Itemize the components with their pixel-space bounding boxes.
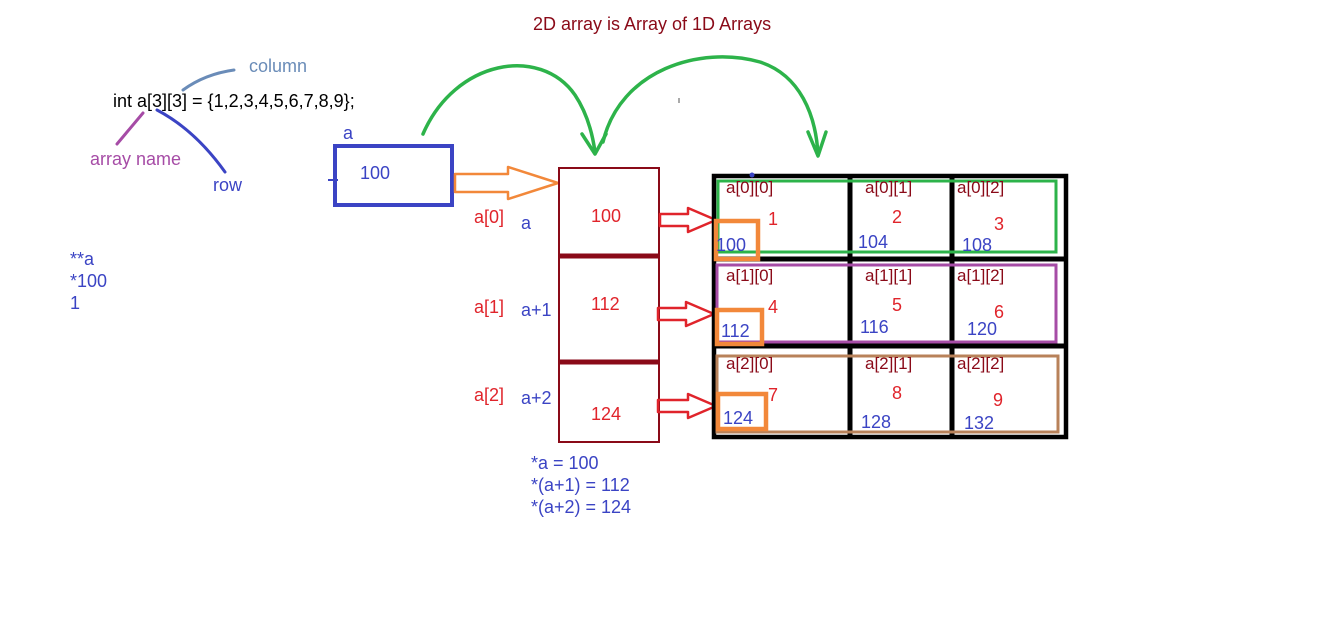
row-pointer-array bbox=[558, 167, 660, 443]
cell-name: a[1][0] bbox=[726, 266, 774, 285]
cell-value: 7 bbox=[768, 385, 779, 405]
cell-name: a[0][0] bbox=[726, 178, 774, 197]
diagram-title: 2D array is Array of 1D Arrays bbox=[533, 14, 772, 34]
deref-note-2: *100 bbox=[70, 271, 108, 291]
cell-name: a[0][1] bbox=[865, 178, 913, 197]
row-0-start-highlight bbox=[713, 218, 761, 262]
cell-value: 3 bbox=[994, 214, 1005, 234]
equation: *a = 100 bbox=[531, 453, 599, 473]
row-pointer-value: 100 bbox=[591, 206, 622, 226]
row-annotation: row bbox=[213, 175, 243, 195]
cell-address: 112 bbox=[721, 321, 750, 341]
array-name-pointer-stroke bbox=[115, 111, 145, 146]
cell-value: 8 bbox=[892, 383, 903, 403]
row-pointer-stroke bbox=[155, 108, 227, 174]
cell-value: 6 bbox=[994, 302, 1005, 322]
cell-address: 108 bbox=[962, 235, 993, 255]
cell-name: a[1][2] bbox=[957, 266, 1005, 285]
cell-value: 4 bbox=[768, 297, 779, 317]
cell-name: a[2][0] bbox=[726, 354, 774, 373]
row-pointer-index-label: a[1] bbox=[474, 297, 505, 317]
pointer-box-label: a bbox=[343, 123, 354, 143]
cell-name: a[2][2] bbox=[957, 354, 1005, 373]
equation: *(a+1) = 112 bbox=[531, 475, 630, 495]
cell-address: 100 bbox=[716, 235, 747, 255]
green-arc-left bbox=[421, 64, 597, 154]
cell-value: 9 bbox=[993, 390, 1004, 410]
row-0-outline bbox=[716, 179, 1058, 254]
cell-address: 120 bbox=[967, 319, 998, 339]
cell-name: a[1][1] bbox=[865, 266, 913, 285]
matrix-grid bbox=[711, 173, 1069, 440]
cell-name: a[2][1] bbox=[865, 354, 913, 373]
cell-value: 1 bbox=[768, 209, 779, 229]
row-arrow-2 bbox=[656, 392, 718, 420]
row-pointer-expr-label: a bbox=[521, 213, 532, 233]
row-pointer-index-label: a[2] bbox=[474, 385, 505, 405]
column-pointer-stroke bbox=[181, 68, 236, 92]
deref-note-3: 1 bbox=[70, 293, 81, 313]
row-arrow-1 bbox=[656, 300, 716, 328]
row-pointer-index-label: a[0] bbox=[474, 207, 505, 227]
cell-address: 124 bbox=[723, 408, 754, 428]
cell-address: 128 bbox=[861, 412, 892, 432]
row-1-start-highlight bbox=[714, 307, 765, 347]
cell-address: 132 bbox=[964, 413, 995, 433]
row-pointer-expr-label: a+2 bbox=[521, 388, 552, 408]
cell-value: 5 bbox=[892, 295, 903, 315]
deref-note-1: **a bbox=[70, 249, 95, 269]
cell-address: 104 bbox=[858, 232, 889, 252]
row-arrow-0 bbox=[658, 206, 718, 234]
row-pointer-expr-label: a+1 bbox=[521, 300, 552, 320]
row-1-outline bbox=[715, 263, 1058, 344]
array-declaration: int a[3][3] = {1,2,3,4,5,6,7,8,9}; bbox=[113, 91, 355, 111]
cell-value: 2 bbox=[892, 207, 903, 227]
row-2-start-highlight bbox=[715, 391, 769, 432]
pointer-arrow bbox=[453, 165, 560, 201]
green-arc-right-head bbox=[806, 130, 828, 158]
column-annotation: column bbox=[249, 56, 308, 76]
cell-name: a[0][2] bbox=[957, 178, 1005, 197]
pointer-box-value: 100 bbox=[360, 163, 391, 183]
green-arc-right bbox=[601, 55, 820, 157]
pointer-box bbox=[333, 144, 454, 207]
equation: *(a+2) = 124 bbox=[531, 497, 632, 517]
array-name-annotation: array name bbox=[90, 149, 182, 169]
grid-dot bbox=[749, 172, 755, 178]
cell-address: 116 bbox=[860, 317, 889, 337]
row-pointer-value: 124 bbox=[591, 404, 622, 424]
row-pointer-value: 112 bbox=[591, 294, 620, 314]
